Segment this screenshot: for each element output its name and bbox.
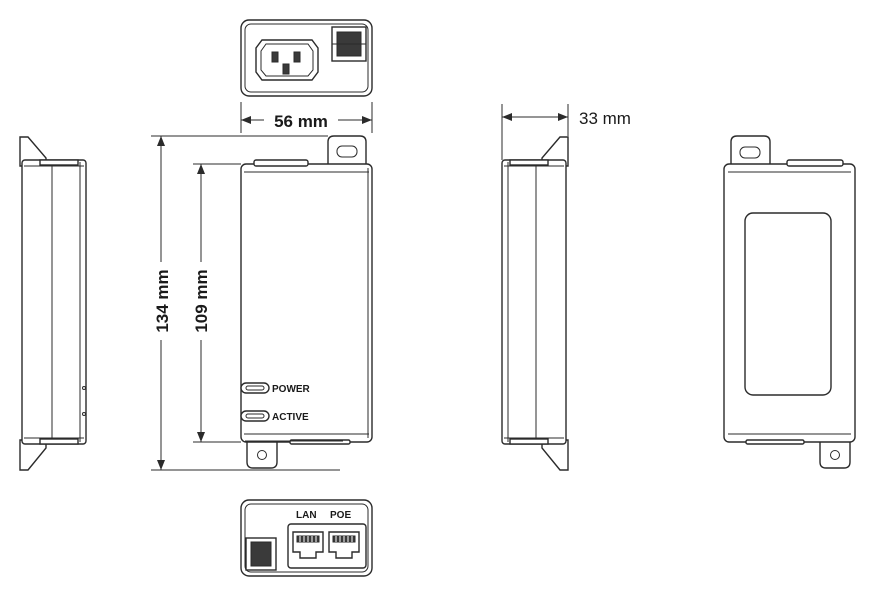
overall-height-label: 134 mm (153, 269, 172, 332)
ac-socket (255, 39, 319, 81)
socket-pin-ground (282, 63, 290, 75)
front-body (240, 163, 373, 443)
back-view (723, 135, 856, 469)
front-bottom-tab (246, 439, 278, 469)
width-label: 56 mm (274, 112, 328, 131)
socket-pin-left (271, 51, 279, 63)
top-view-ac-inlet (240, 19, 373, 97)
lan-port (292, 531, 324, 559)
back-label-recess (744, 212, 832, 396)
body-height-dimension: 109 mm (190, 163, 241, 443)
socket-pin-right (293, 51, 301, 63)
power-led (240, 382, 270, 394)
depth-dimension: 33 mm (501, 104, 631, 160)
right-side-view (501, 136, 569, 471)
front-view: POWER ACTIVE (240, 135, 373, 469)
depth-label: 33 mm (579, 109, 631, 128)
poe-port (328, 531, 360, 559)
poe-port-label: POE (330, 510, 351, 521)
left-side-view (19, 136, 87, 471)
active-led-label: ACTIVE (272, 412, 309, 423)
active-led (240, 410, 270, 422)
body-height-label: 109 mm (192, 269, 211, 332)
lan-port-label: LAN (296, 510, 317, 521)
power-led-label: POWER (272, 384, 311, 395)
width-dimension: 56 mm (240, 102, 373, 133)
bottom-view-ports: LAN POE (240, 499, 373, 577)
overall-height-dimension: 134 mm (150, 135, 340, 471)
front-top-tab (327, 135, 367, 166)
